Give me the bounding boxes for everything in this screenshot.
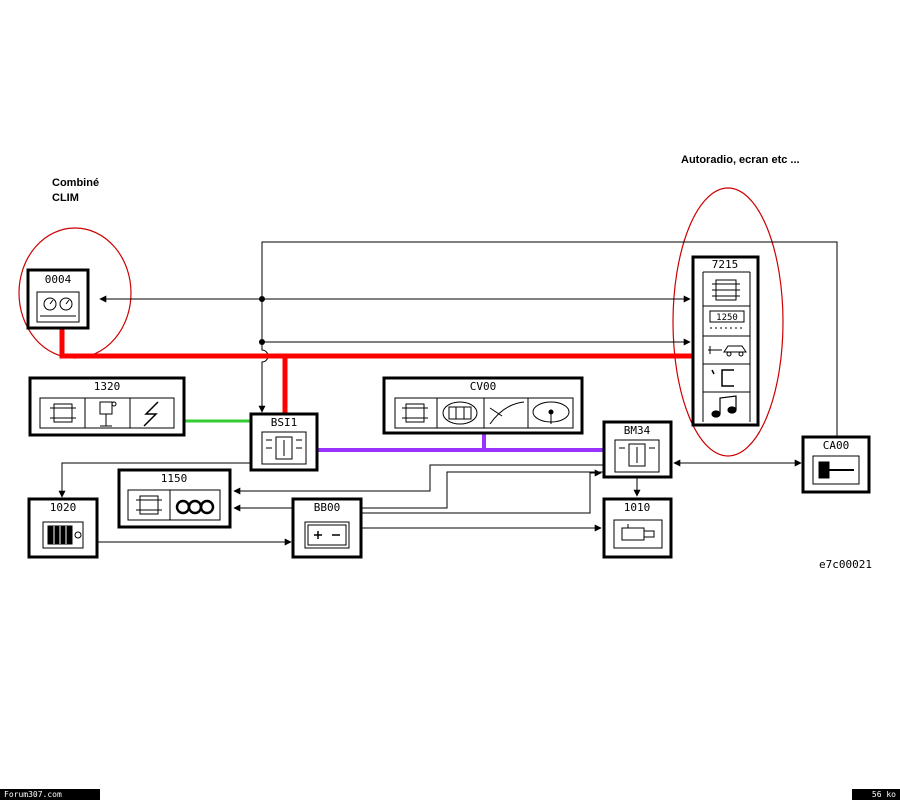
- module-bb00[interactable]: BB00: [291, 497, 363, 559]
- junction-dot: [259, 296, 265, 302]
- alternator-icon: [42, 521, 84, 549]
- module-1320[interactable]: 1320: [28, 376, 186, 437]
- annotation-autoradio: Autoradio, ecran etc ...: [681, 154, 800, 166]
- music-note-icon: [711, 395, 737, 418]
- wire-bsi-1020: [58, 462, 250, 498]
- highlight-circle-autoradio: [672, 187, 784, 457]
- module-ca00[interactable]: CA00: [801, 435, 871, 494]
- battery-icon: [304, 521, 350, 549]
- module-bm34-label: BM34: [624, 424, 651, 437]
- junction-dot: [259, 339, 265, 345]
- steering-switch-icon: [442, 401, 478, 425]
- module-cv00-label: CV00: [470, 380, 497, 393]
- glow-plug-coil-icon: [175, 499, 215, 515]
- module-1010[interactable]: 1010: [602, 497, 673, 559]
- module-1150[interactable]: 1150: [117, 468, 232, 529]
- bracket-icon: [711, 369, 734, 387]
- module-cv00[interactable]: CV00: [382, 376, 584, 435]
- annotation-combine: Combiné CLIM: [52, 176, 99, 206]
- injector-icon: [99, 401, 117, 427]
- display-icon: 1250: [709, 310, 745, 329]
- module-7215[interactable]: 7215 1250: [691, 255, 760, 427]
- wire-bm34-1150-a: [233, 464, 603, 495]
- module-1320-label: 1320: [94, 380, 121, 393]
- lightning-icon: [143, 401, 159, 427]
- module-1010-label: 1010: [624, 501, 651, 514]
- car-signal-icon: [708, 345, 747, 357]
- module-bb00-label: BB00: [314, 501, 341, 514]
- diagram-reference: e7c00021: [819, 558, 872, 571]
- ignition-key-icon: [812, 455, 860, 485]
- wire-bm34-1150-b: [233, 471, 603, 512]
- module-0004-label: 0004: [45, 273, 72, 286]
- fusebox-icon: [614, 439, 660, 473]
- module-bm34[interactable]: BM34: [602, 420, 673, 479]
- steering-wheel-icon: [532, 401, 570, 424]
- footer-size-tag: 56 ko: [852, 789, 900, 800]
- signal-wires: [58, 241, 838, 546]
- fusebox-icon: [261, 431, 307, 465]
- starter-motor-icon: [613, 519, 663, 549]
- module-0004[interactable]: 0004: [26, 268, 90, 330]
- annotation-clim-line2: CLIM: [52, 192, 79, 204]
- module-bsi1-label: BSI1: [271, 416, 298, 429]
- gauge-cluster-icon: [36, 291, 80, 323]
- module-bsi1[interactable]: BSI1: [249, 412, 319, 472]
- power-bus: [59, 328, 692, 414]
- can-bus: [317, 432, 603, 452]
- chip-icon: [712, 279, 740, 301]
- annotation-combine-line1: Combiné: [52, 177, 100, 189]
- module-ca00-label: CA00: [823, 439, 850, 452]
- module-1150-label: 1150: [161, 472, 188, 485]
- chip-icon: [50, 403, 76, 423]
- chip-icon: [402, 403, 428, 423]
- stalk-icon: [489, 401, 525, 425]
- module-7215-label: 7215: [712, 258, 739, 271]
- wire-ca00-top: [261, 241, 838, 437]
- module-1020[interactable]: 1020: [27, 497, 99, 559]
- module-1020-label: 1020: [50, 501, 77, 514]
- footer-site-tag: Forum307.com: [0, 789, 100, 800]
- svg-text:1250: 1250: [716, 313, 738, 323]
- chip-icon: [136, 495, 162, 515]
- wire-bb00-bm34: [362, 469, 602, 514]
